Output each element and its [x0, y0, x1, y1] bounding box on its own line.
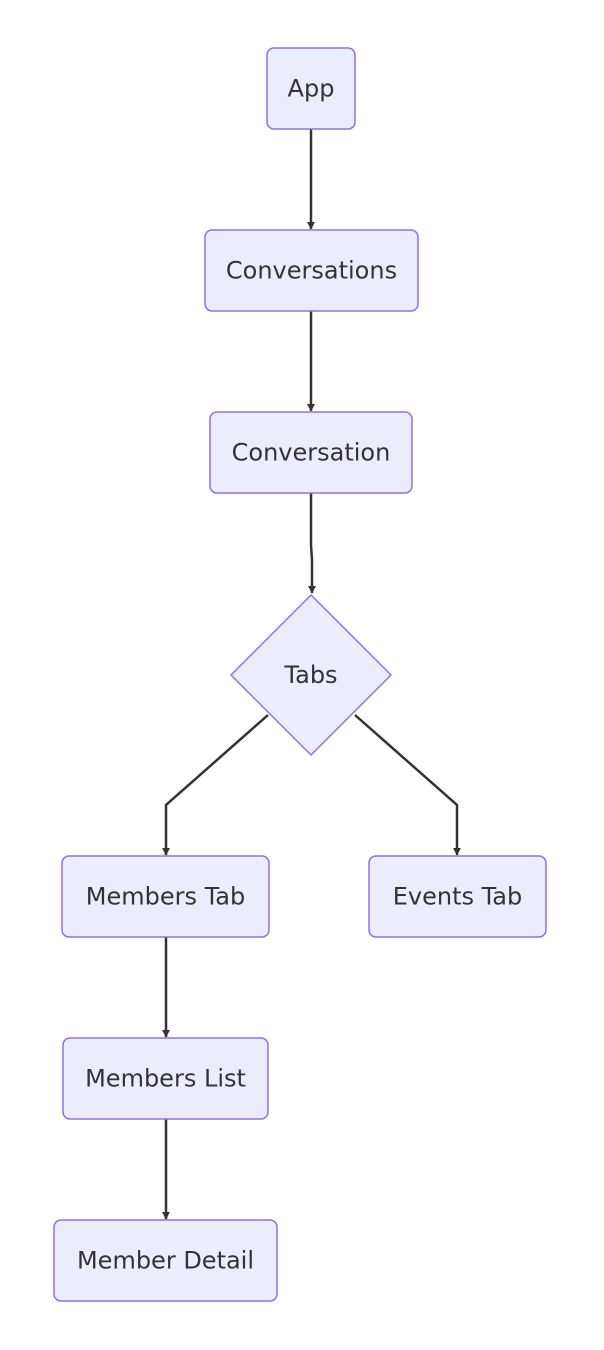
- node-box: [62, 1037, 269, 1120]
- edge-conversation-to-tabs: [308, 493, 316, 594]
- node-box: [204, 229, 419, 312]
- node-label: Events Tab: [393, 883, 523, 911]
- nodes-layer: AppConversationsConversationTabsMembers …: [53, 47, 547, 1302]
- node-member-detail: Member Detail: [53, 1219, 278, 1302]
- node-members-tab: Members Tab: [61, 855, 270, 938]
- node-conversations: Conversations: [204, 229, 419, 312]
- node-members-list: Members List: [62, 1037, 269, 1120]
- edge-tabs-to-members-tab: [162, 714, 269, 856]
- node-conversation: Conversation: [209, 411, 413, 494]
- node-label: Conversations: [226, 257, 397, 285]
- node-box: [53, 1219, 278, 1302]
- node-tabs: Tabs: [229, 593, 393, 757]
- node-app: App: [266, 47, 356, 130]
- edge-tabs-to-events-tab: [354, 714, 461, 856]
- node-label: App: [288, 75, 335, 103]
- node-box: [209, 411, 413, 494]
- node-label: Conversation: [232, 439, 391, 467]
- node-box: [368, 855, 547, 938]
- decision-diamond: [229, 593, 393, 757]
- node-label: Tabs: [283, 661, 337, 689]
- node-box: [266, 47, 356, 130]
- node-events-tab: Events Tab: [368, 855, 547, 938]
- node-label: Members Tab: [86, 883, 245, 911]
- node-label: Member Detail: [77, 1247, 254, 1275]
- edges-layer: [162, 129, 461, 1220]
- node-box: [61, 855, 270, 938]
- node-label: Members List: [85, 1065, 246, 1093]
